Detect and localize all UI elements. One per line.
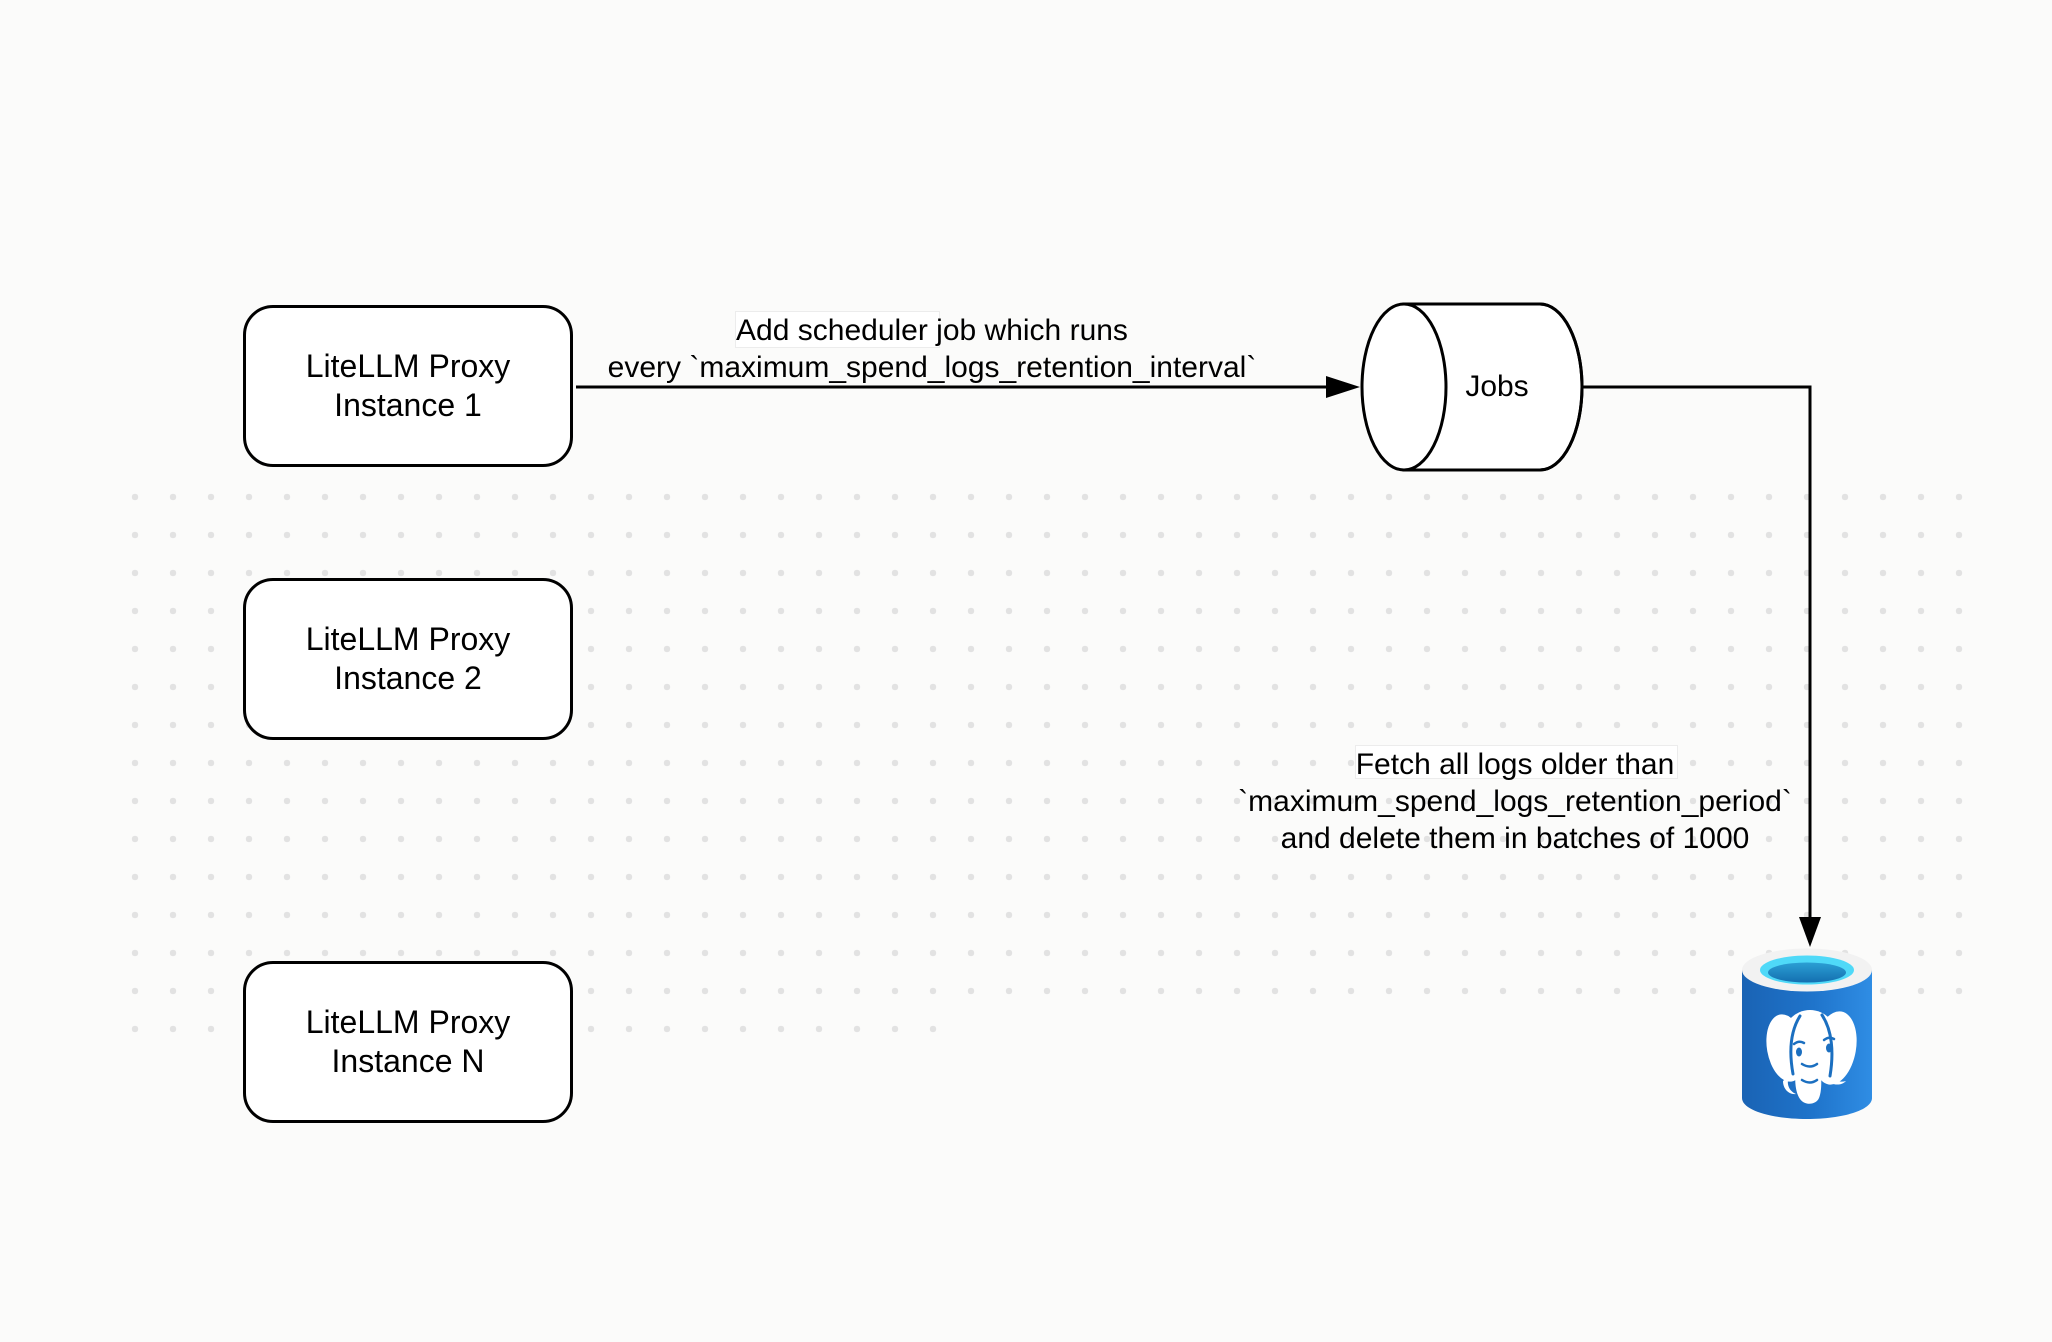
node-label-line1: LiteLLM Proxy	[305, 1004, 511, 1040]
edge-proxy1-to-jobs	[576, 376, 1360, 398]
postgresql-database-icon	[1742, 948, 1872, 1119]
edge-label-line: and delete them in batches of 1000	[1280, 822, 1750, 855]
edge-label-line: `maximum_spend_logs_retention_period`	[1238, 785, 1792, 818]
edge-jobs-to-postgres	[1583, 385, 1821, 947]
node-label-line2: Instance 2	[334, 660, 482, 696]
node-litellm-proxy-instance-2: LiteLLM Proxy Instance 2	[243, 578, 573, 740]
edge-label-scheduler: Add scheduler job which runs every `maxi…	[532, 312, 1332, 386]
dot-grid-background	[116, 478, 1978, 1010]
node-label-line1: LiteLLM Proxy	[305, 621, 511, 657]
label-background	[1355, 745, 1678, 779]
node-label-line2: Instance N	[331, 1043, 485, 1079]
edge-label-line: Fetch all logs older than	[1355, 748, 1675, 781]
arrowhead-down-icon	[1799, 917, 1821, 947]
edge-label-fetch-delete: Fetch all logs older than `maximum_spend…	[1165, 746, 1865, 857]
node-litellm-proxy-instance-1: LiteLLM Proxy Instance 1	[243, 305, 573, 467]
postgres-elephant-icon	[1766, 1010, 1857, 1104]
jobs-datastore-cylinder	[1360, 302, 1584, 472]
node-litellm-proxy-instance-n: LiteLLM Proxy Instance N	[243, 961, 573, 1123]
label-background	[735, 311, 940, 348]
arrowhead-right-icon	[1326, 376, 1360, 398]
node-label-line1: LiteLLM Proxy	[305, 348, 511, 384]
edge-label-line: every `maximum_spend_logs_retention_inte…	[607, 351, 1257, 384]
edge-label-line: Add scheduler job which runs	[736, 314, 1128, 347]
jobs-store-label: Jobs	[1465, 370, 1529, 403]
node-label-line2: Instance 1	[334, 387, 482, 423]
